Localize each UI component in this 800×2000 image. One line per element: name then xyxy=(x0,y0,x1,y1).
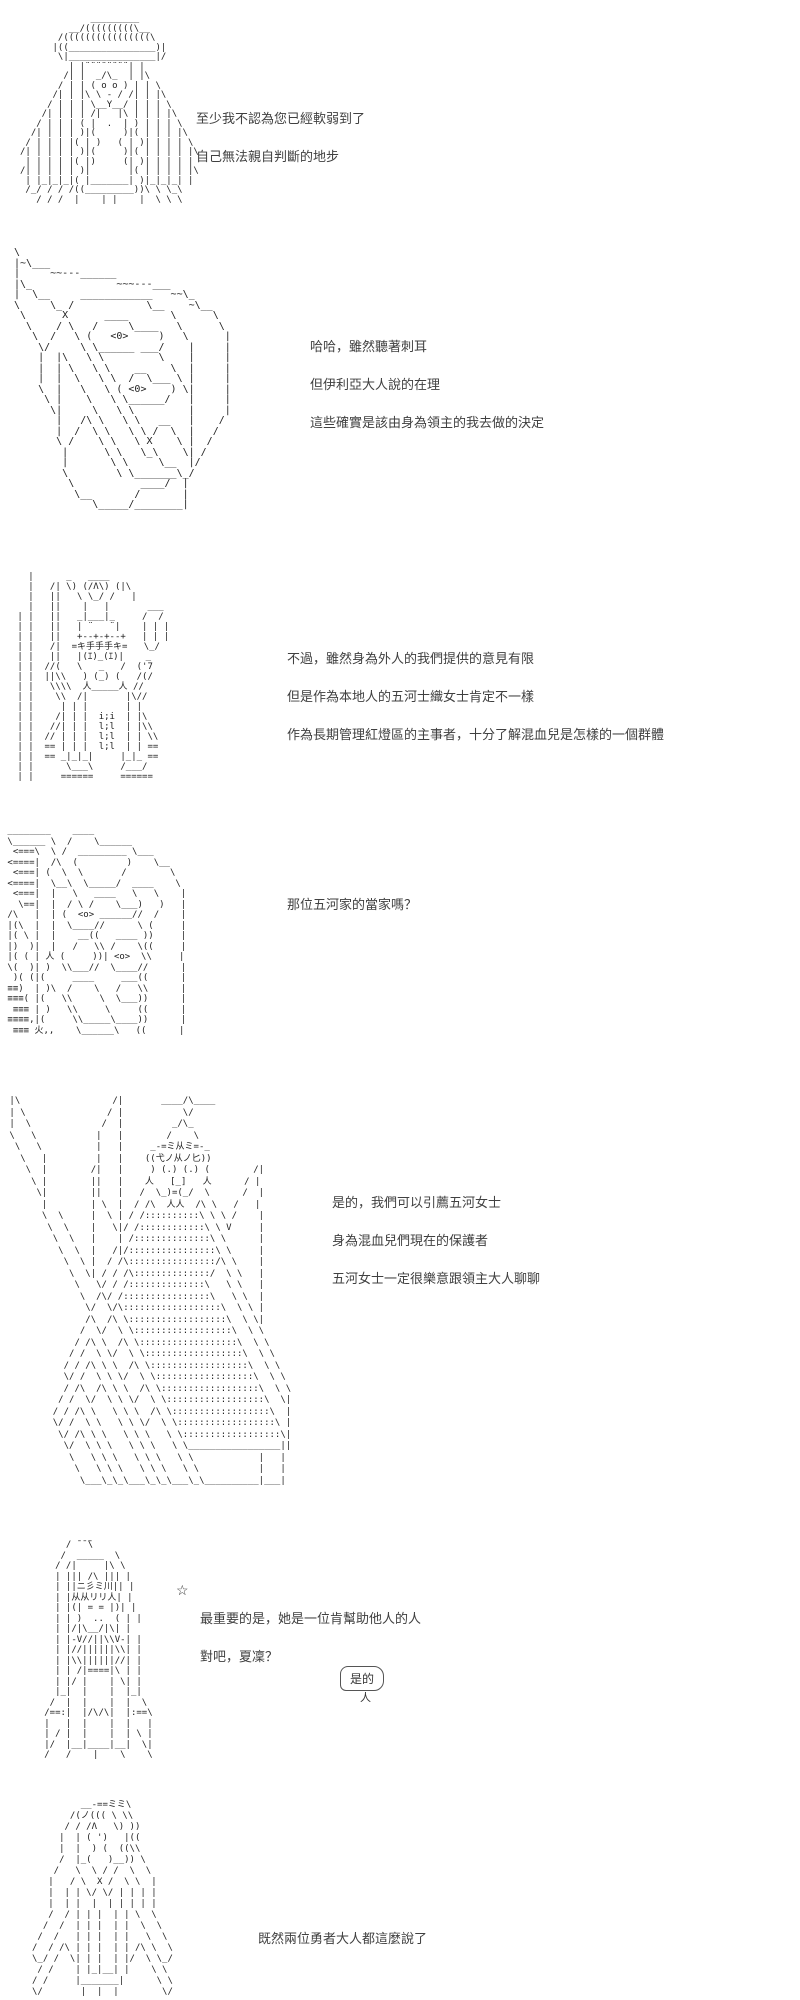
dialogue-line: 但是作為本地人的五河士織女士肯定不一樣 xyxy=(287,689,535,704)
dialogue-line: 五河女士一定很樂意跟領主大人聊聊 xyxy=(332,1271,541,1286)
dialogue-line: 但伊利亞大人說的在理 xyxy=(310,377,441,392)
dialogue-line: 最重要的是，她是一位肯幫助他人的人 xyxy=(200,1611,422,1626)
dialogue-line: 不過，雖然身為外人的我們提供的意見有限 xyxy=(287,651,535,666)
ascii-art-shaded-face: ________ ____ \______ \ / \______ <===\ … xyxy=(7,826,187,1036)
ascii-art-heroes-pair: |\ /| ____/\____ | \ / | \/ | \ / | _/\_… xyxy=(9,1096,292,1486)
dialogue-line: 既然兩位勇者大人都這麼說了 xyxy=(258,1931,428,1946)
dialogue-block-3: 不過，雖然身為外人的我們提供的意見有限 但是作為本地人的五河士織女士肯定不一樣 … xyxy=(287,652,664,766)
dialogue-line: 自己無法親自判斷的地步 xyxy=(196,149,340,164)
ascii-art-capped-character: _________ __/(((((((((\__ /(((((((((((((… xyxy=(20,14,199,205)
dialogue-line: 這些確實是該由身為領主的我去做的決定 xyxy=(310,415,545,430)
speech-bubble-tail-icon: 人 xyxy=(360,1692,371,1704)
dialogue-line: 身為混血兒們現在的保護者 xyxy=(332,1233,489,1248)
speech-bubble-text: 是的 xyxy=(340,1666,385,1691)
dialogue-line: 對吧，夏凜？ xyxy=(200,1649,279,1664)
dialogue-block-7: 既然兩位勇者大人都這麼說了 xyxy=(258,1932,427,1970)
dialogue-line: 至少我不認為您已經軟弱到了 xyxy=(196,111,366,126)
dialogue-line: 作為長期管理紅燈區的主事者，十分了解混血兒是怎樣的一個群體 xyxy=(287,727,665,742)
dialogue-block-1: 至少我不認為您已經軟弱到了 自己無法親自判斷的地步 xyxy=(196,112,365,188)
dialogue-block-5: 是的，我們可以引薦五河女士 身為混血兒們現在的保護者 五河女士一定很樂意跟領主大… xyxy=(332,1196,540,1310)
dialogue-line: 那位五河家的當家嗎？ xyxy=(287,897,418,912)
ascii-art-bottom-figure: __-==ミミ\ /(ノ((( \ \\ / / /Λ \) )) | | ( … xyxy=(32,1800,173,1997)
ascii-art-long-haired-girl: / ̄ ̄ ̄\ / _____ \ / /| |\ \ | ||| /\ ||… xyxy=(44,1540,153,1760)
dialogue-block-6: 最重要的是，她是一位肯幫助他人的人 對吧，夏凜？ xyxy=(200,1612,421,1688)
dialogue-block-2: 哈哈，雖然聽著刺耳 但伊利亞大人說的在理 這些確實是該由身為領主的我去做的決定 xyxy=(310,340,544,454)
dialogue-block-4: 那位五河家的當家嗎？ xyxy=(287,898,417,936)
speech-bubble: 是的 人 xyxy=(340,1666,385,1704)
star-icon: ☆ xyxy=(176,1582,189,1598)
ascii-art-lord-face: \ |~\___ | ~~---______ |\_ ~~~---___ | \… xyxy=(14,247,231,510)
dialogue-line: 哈哈，雖然聽著刺耳 xyxy=(310,339,428,354)
dialogue-line: 是的，我們可以引薦五河女士 xyxy=(332,1195,502,1210)
ascii-art-advisor: | _ ____ | /| \) (/Λ\) (|\ | || \ \_/ / … xyxy=(17,572,170,782)
